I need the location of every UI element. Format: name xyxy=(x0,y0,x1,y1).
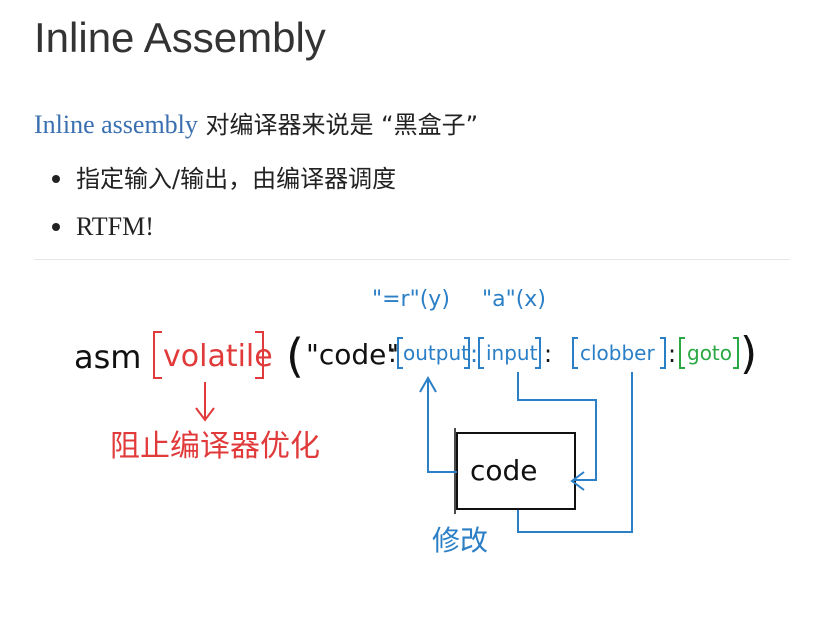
bullet-item-rtfm: RTFM! xyxy=(34,203,396,251)
sketch-output-example: "=r"(y) xyxy=(372,287,450,312)
sketch-colon-1: : xyxy=(388,339,397,369)
sketch-colon-2: : xyxy=(470,340,478,368)
input-flow-line xyxy=(517,372,597,481)
bullet-text-io: 指定输入/输出，由编译器调度 xyxy=(76,165,397,193)
output-flow-line xyxy=(427,380,457,473)
output-bracket-left xyxy=(397,337,403,369)
bullet-item-io: 指定输入/输出，由编译器调度 xyxy=(34,155,396,203)
clobber-bracket-right xyxy=(660,337,666,369)
sketch-output: output xyxy=(403,341,469,365)
sketch-colon-4: : xyxy=(668,340,676,368)
bullet-dot xyxy=(52,175,60,183)
sketch-colon-3: : xyxy=(544,340,552,368)
sketch-input: input xyxy=(486,341,538,365)
volatile-bracket-left xyxy=(153,331,162,379)
bullet-text-rtfm: RTFM! xyxy=(76,212,154,241)
bullet-list: 指定输入/输出，由编译器调度 RTFM! xyxy=(34,155,396,251)
intro-text: 对编译器来说是 “黑盒子” xyxy=(197,111,479,139)
volatile-down-arrow xyxy=(195,382,215,422)
sketch-volatile-note: 阻止编译器优化 xyxy=(110,429,320,464)
sketch-close-paren: ) xyxy=(740,328,757,379)
bullet-dot xyxy=(52,223,60,231)
goto-bracket-right xyxy=(733,337,739,369)
sketch-code-string: "code" xyxy=(306,338,399,371)
volatile-bracket-right xyxy=(255,331,264,379)
intro-paragraph: Inline assembly 对编译器来说是 “黑盒子” xyxy=(34,108,478,142)
goto-bracket-left xyxy=(679,337,685,369)
output-bracket-right xyxy=(464,337,470,369)
handwritten-sketch: asm volatile 阻止编译器优化 ( "code" : output :… xyxy=(74,287,757,557)
output-flow-arrow xyxy=(419,375,437,393)
input-bracket-right xyxy=(535,337,541,369)
clobber-flow-line xyxy=(517,372,633,533)
sketch-asm: asm xyxy=(74,338,141,376)
sketch-modify-note: 修改 xyxy=(432,524,488,557)
sketch-clobber: clobber xyxy=(580,341,655,365)
inline-assembly-link[interactable]: Inline assembly xyxy=(34,110,198,139)
sketch-input-example: "a"(x) xyxy=(482,287,546,312)
divider xyxy=(34,259,790,260)
sketch-box-label: code xyxy=(470,454,538,487)
input-bracket-left xyxy=(478,337,484,369)
input-flow-arrow xyxy=(570,471,585,491)
sketch-goto: goto xyxy=(687,341,732,365)
clobber-bracket-left xyxy=(572,337,578,369)
sketch-open-paren: ( xyxy=(286,329,304,383)
sketch-volatile: volatile xyxy=(163,339,273,374)
page-title: Inline Assembly xyxy=(34,14,326,61)
